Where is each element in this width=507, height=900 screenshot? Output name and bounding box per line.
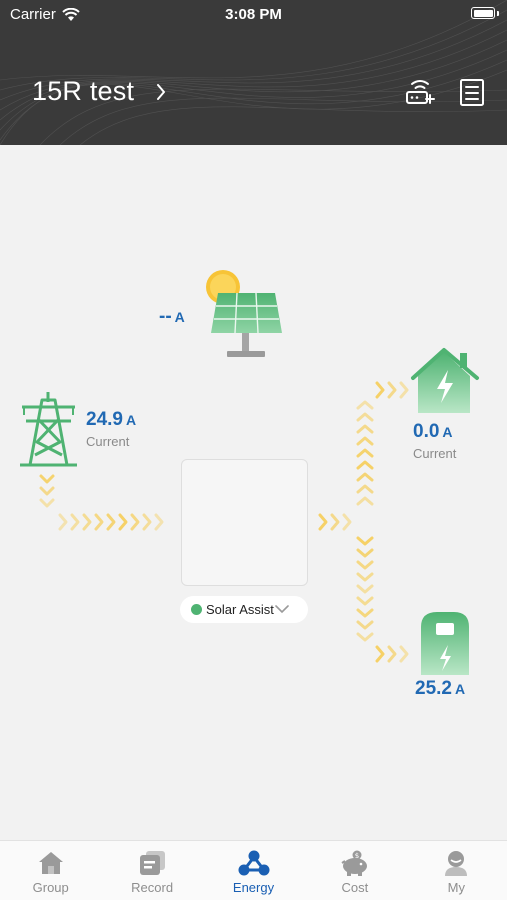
device-selector[interactable]: Solar Assist [180,596,308,623]
flow-device-to-bus [318,513,352,531]
home-icon [411,348,479,413]
battery-nub [497,11,499,16]
home-value: 0.0 [413,421,440,442]
flow-bus-down [356,536,374,642]
page-title: 15R test [32,76,135,106]
flow-to-ev [375,645,409,663]
grid-tower-icon [20,392,77,467]
tab-cost[interactable]: $ Cost [304,841,405,900]
ev-value: 25.2 [415,678,452,699]
status-bar: Carrier 3:08 PM [0,0,507,30]
tab-label: Record [131,880,174,895]
ev-charger-icon [421,612,469,675]
record-icon [140,851,166,875]
solar-value: -- [159,306,172,327]
piggy-bank-icon: $ [341,850,367,876]
solar-unit: A [174,309,185,325]
flow-to-home [375,381,409,399]
grid-unit: A [125,412,137,428]
ev-unit: A [454,681,466,697]
tab-label: Energy [232,880,275,895]
chevron-right-icon [157,83,166,100]
energy-icon [238,850,270,876]
carrier-info: Carrier [10,6,80,23]
tab-label: Group [32,880,69,895]
wifi-icon [62,7,80,21]
flow-grid-down [39,474,55,508]
home-unit: A [442,424,453,440]
tab-label: My [447,880,465,895]
report-button[interactable] [456,76,488,108]
user-icon [445,851,468,876]
grid-value: 24.9 [86,409,123,430]
device-selector-label: Solar Assist [206,602,274,617]
solar-panel-icon [206,270,282,357]
battery-icon [471,7,495,19]
tab-record[interactable]: Record [101,841,202,900]
tab-my[interactable]: My [406,841,507,900]
tab-label: Cost [341,880,369,895]
svg-text:$: $ [355,852,359,860]
status-time: 3:08 PM [225,6,282,23]
solar-current-value: --A [159,306,185,328]
header-pattern [0,0,507,145]
tab-energy[interactable]: Energy [203,841,304,900]
flow-bus-up [356,400,374,506]
header: Carrier 3:08 PM 15R test [0,0,507,145]
add-device-button[interactable] [404,76,436,108]
flow-grid-to-device [58,513,164,531]
carrier-name: Carrier [10,6,56,23]
site-selector[interactable]: 15R test [32,76,166,107]
grid-caption: Current [86,434,130,449]
tab-group[interactable]: Group [0,841,101,900]
chevron-down-icon [275,605,289,614]
home-icon [38,852,63,874]
home-caption: Current [413,446,457,461]
online-status-dot [191,604,202,615]
device-card[interactable] [181,459,308,586]
tab-bar: Group Record Energy $ [0,840,507,900]
